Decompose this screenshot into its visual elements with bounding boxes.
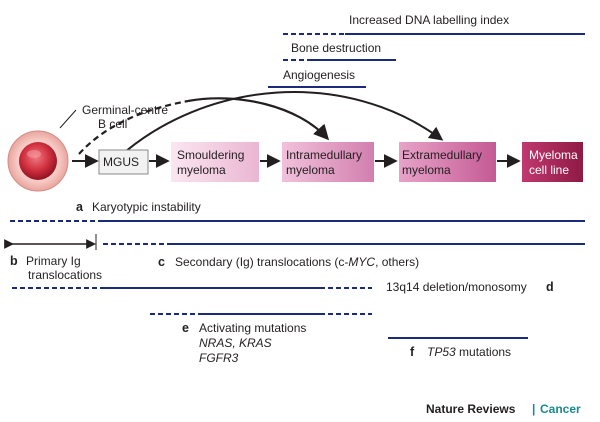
event-c-label-gene: MYC — [348, 255, 375, 269]
cell-label-leader-line — [59, 109, 77, 129]
cell-nucleus — [19, 142, 57, 180]
stage-extramedullary-myeloma: Extramedullary myeloma — [399, 142, 496, 182]
stage-cell-line-box — [522, 142, 583, 182]
dna-labelling-label: Increased DNA labelling index — [349, 13, 509, 27]
stage-extramedullary-label-line2: myeloma — [402, 163, 451, 177]
angiogenesis-event: Angiogenesis — [268, 68, 366, 88]
event-a-karyotypic-instability: a Karyotypic instability — [10, 200, 585, 222]
stage-cell-line-label-line2: cell line — [529, 163, 569, 177]
stage-intramedullary-box — [282, 142, 374, 182]
event-b-letter: b — [10, 254, 18, 268]
event-c-letter: c — [158, 255, 165, 269]
stage-mgus: MGUS — [98, 149, 149, 175]
event-f-letter: f — [410, 345, 415, 359]
event-c-label-pre: Secondary (Ig) translocations (c- — [175, 255, 348, 269]
event-f-label-rest: mutations — [456, 345, 511, 359]
credit-journal: Nature Reviews — [426, 402, 516, 416]
bone-destruction-event: Bone destruction — [283, 41, 396, 61]
credit-separator: | — [532, 402, 535, 416]
dashed-curved-arrow-from-cell — [78, 99, 189, 155]
event-d-label: 13q14 deletion/monosomy — [386, 280, 527, 294]
event-c-secondary-translocations: c Secondary (Ig) translocations (c-MYC, … — [103, 243, 585, 269]
event-f-label: TP53 mutations — [427, 345, 511, 359]
event-b-label-line2: translocations — [28, 268, 102, 282]
event-a-label: Karyotypic instability — [92, 200, 201, 214]
curved-arrow-to-extramedullary — [117, 91, 444, 159]
stage-intramedullary-label-line2: myeloma — [286, 163, 335, 177]
event-c-label: Secondary (Ig) translocations (c-MYC, ot… — [175, 255, 419, 269]
event-d-13q14-deletion: 13q14 deletion/monosomy d — [12, 280, 554, 294]
event-d-letter: d — [546, 280, 554, 294]
stage-smouldering-myeloma: Smouldering myeloma — [171, 142, 259, 182]
stage-smouldering-box — [171, 142, 259, 182]
event-e-activating-mutations: e Activating mutations NRAS, KRAS FGFR3 — [150, 313, 372, 365]
event-b-primary-ig-translocations: b Primary Ig translocations — [4, 234, 102, 282]
angiogenesis-label: Angiogenesis — [283, 68, 355, 82]
stage-intramedullary-myeloma: Intramedullary myeloma — [282, 142, 374, 182]
stage-extramedullary-label-line1: Extramedullary — [402, 148, 482, 162]
stage-extramedullary-box — [399, 142, 496, 182]
curved-arrow-to-intramedullary — [187, 97, 330, 141]
event-c-label-post: , others) — [375, 255, 419, 269]
stage-myeloma-cell-line: Myeloma cell line — [522, 142, 583, 182]
dna-labelling-event: Increased DNA labelling index — [283, 13, 585, 35]
event-e-letter: e — [182, 321, 189, 335]
journal-credit: Nature Reviews | Cancer — [426, 402, 581, 416]
event-f-tp53-mutations: f TP53 mutations — [388, 337, 528, 359]
germinal-centre-b-cell — [7, 130, 69, 192]
stage-smouldering-label-line2: myeloma — [177, 163, 226, 177]
stage-smouldering-label-line1: Smouldering — [177, 148, 244, 162]
stage-mgus-box — [98, 149, 149, 175]
event-f-label-gene: TP53 — [427, 345, 456, 359]
event-e-label: Activating mutations — [199, 321, 306, 335]
stage-mgus-label: MGUS — [103, 155, 139, 169]
event-a-letter: a — [76, 200, 84, 214]
credit-section: Cancer — [540, 402, 581, 416]
nucleus-highlight — [27, 150, 41, 158]
cell-label-line1: Germinal-centre — [82, 103, 168, 117]
event-e-genes-line1: NRAS, KRAS — [199, 336, 272, 350]
bone-destruction-label: Bone destruction — [291, 41, 381, 55]
cell-label-line2: B cell — [98, 117, 127, 131]
event-e-genes-line2: FGFR3 — [199, 351, 239, 365]
stage-intramedullary-label-line1: Intramedullary — [286, 148, 362, 162]
event-b-label-line1: Primary Ig — [26, 254, 81, 268]
stage-cell-line-label-line1: Myeloma — [529, 148, 578, 162]
